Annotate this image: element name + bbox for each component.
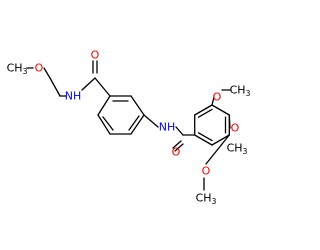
ring1-double-left [102,116,114,131]
atom-label-methyl-top: CH3 [7,62,28,76]
bond-ring-nh [143,114,159,128]
ring2-double-3 [197,132,213,142]
ring2-double-1 [197,108,213,118]
bond-ring-ome-bot [205,134,230,165]
bond-o-c1 [43,67,51,79]
ring2-bond-1 [211,134,230,146]
atom-label-amide1-o: O [91,49,100,62]
ring2-bond-2 [194,134,213,146]
atom-label-methoxy-top-ch3: CH3 [230,84,250,98]
ring1-bond-3 [130,114,145,135]
atom-label-methoxy-mid-o: O [231,122,240,135]
bond-carbonyl2-o-a [172,140,182,149]
atom-label-ether-o: O [35,62,44,75]
ring2-bond-5 [211,104,230,116]
ring1-double-right [128,115,140,131]
ring1-bond-6 [97,95,111,116]
bond-c1-c2 [49,77,61,97]
ring2-bond-4 [194,104,213,116]
ring1-bond-2 [130,95,145,116]
bond-n-carbonyl [81,77,96,91]
atom-label-amide1-nh: NH [65,90,82,103]
bond-carbonyl2-o-b [174,143,184,152]
bond-nh-carbonyl2 [175,126,184,136]
bond-ring-ome-mid [228,114,231,129]
atom-label-methoxy-top-o: O [213,91,222,104]
bond-ring-ome-top [211,96,215,106]
bond-carbonyl1-ring [94,77,111,97]
atom-label-methoxy-mid-ch3: CH3 [227,142,248,156]
atom-label-methoxy-bot-ch3: CH3 [196,192,217,206]
atom-label-methoxy-bot-o: O [202,165,211,178]
atom-label-amide2-nh: NH [159,121,176,134]
atom-label-amide2-o: O [172,146,181,159]
ring1-bond-5 [97,114,111,135]
